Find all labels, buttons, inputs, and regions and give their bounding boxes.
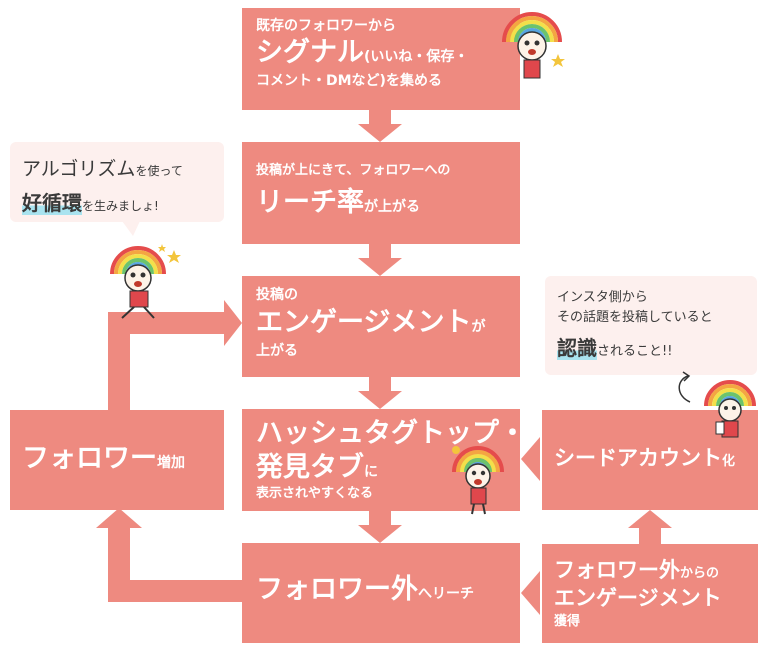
seed-account-suffix: 化 <box>722 454 736 469</box>
recognition-line1: インスタ側から <box>557 290 648 305</box>
character-right-notebook <box>704 380 756 438</box>
reach-suffix: が上がる <box>364 199 420 215</box>
engagement-suffix: が <box>471 319 486 335</box>
arrow-shaft-3 <box>369 377 391 395</box>
signal-line1: 既存のフォロワーから <box>256 18 396 34</box>
engagement-line1: 投稿の <box>256 287 298 303</box>
outside-engagement-box: フォロワー外からの エンゲージメント 獲得 <box>542 544 758 643</box>
arrow-head-4 <box>358 525 402 543</box>
arrow-head-2 <box>358 258 402 276</box>
return-arrow-head <box>96 508 142 528</box>
recognition-bubble: インスタ側から その話題を投稿していると 認識されること!! <box>545 276 757 375</box>
seed-account-keyword: シードアカウント <box>554 446 722 470</box>
arrow-shaft-2 <box>369 244 391 262</box>
step-engagement-box: 投稿の エンゲージメントが 上がる <box>242 276 520 377</box>
signal-rest1: (いいね・保存・ <box>364 49 469 65</box>
engagement-line3: 上がる <box>256 343 298 359</box>
step-signal-box: 既存のフォロワーから シグナル(いいね・保存・ コメント・DMなど)を集める <box>242 8 520 110</box>
step-reach-box: 投稿が上にきて、フォロワーへの リーチ率が上がる <box>242 142 520 244</box>
arrow-head-3 <box>358 391 402 409</box>
outside-reach-keyword: フォロワー外 <box>256 574 418 605</box>
outside-engagement-keyword2: エンゲージメント <box>554 586 722 610</box>
recognition-line2: その話題を投稿していると <box>557 310 713 325</box>
arrow-head-1 <box>358 124 402 142</box>
seed-account-box: シードアカウント化 <box>542 410 758 510</box>
hashtag-keyword2: 発見タブ <box>256 452 364 483</box>
follower-increase-box: フォロワー増加 <box>10 410 224 510</box>
hashtag-line3: 表示されやすくなる <box>256 486 374 501</box>
outside-reach-suffix: へリーチ <box>418 586 474 602</box>
character-center-cheering <box>452 446 504 515</box>
seed-arrow-head <box>521 437 540 481</box>
recognition-highlight: 認識 <box>557 336 597 360</box>
outside-reach-box: フォロワー外へリーチ <box>242 543 520 643</box>
arrow-shaft-4 <box>369 511 391 529</box>
outside-engagement-keyword1: フォロワー外 <box>554 558 680 582</box>
outside-left-head <box>521 571 540 615</box>
algorithm-part1: アルゴリズム <box>22 158 136 180</box>
signal-line3: コメント・DMなど)を集める <box>256 73 442 89</box>
character-left-running <box>110 244 181 319</box>
signal-keyword: シグナル <box>256 37 364 68</box>
algorithm-part3: を生みましょ! <box>82 199 159 213</box>
return-vertical <box>108 526 130 602</box>
algorithm-part2: を使って <box>135 164 183 178</box>
hashtag-suffix: に <box>364 464 378 480</box>
return-horizontal <box>108 580 242 602</box>
recognition-part3: されること!! <box>597 344 673 359</box>
loop-horizontal <box>108 312 226 334</box>
outside-engagement-line3: 獲得 <box>554 614 581 629</box>
engagement-keyword: エンゲージメント <box>256 307 472 338</box>
reach-line1: 投稿が上にきて、フォロワーへの <box>256 163 451 178</box>
follower-increase-keyword: フォロワー <box>22 443 157 474</box>
reach-keyword: リーチ率 <box>256 187 364 218</box>
hashtag-keyword1: ハッシュタグトップ・ <box>256 418 526 449</box>
loop-vertical <box>108 312 130 410</box>
character-top-right <box>502 12 565 79</box>
loop-arrow-head <box>224 300 242 346</box>
algorithm-bubble: アルゴリズムを使って 好循環を生みましょ! <box>10 142 224 222</box>
seed-up-head <box>628 510 672 528</box>
algorithm-highlight: 好循環 <box>22 191 82 215</box>
follower-increase-suffix: 増加 <box>157 455 185 471</box>
outside-engagement-suffix1: からの <box>680 566 720 581</box>
